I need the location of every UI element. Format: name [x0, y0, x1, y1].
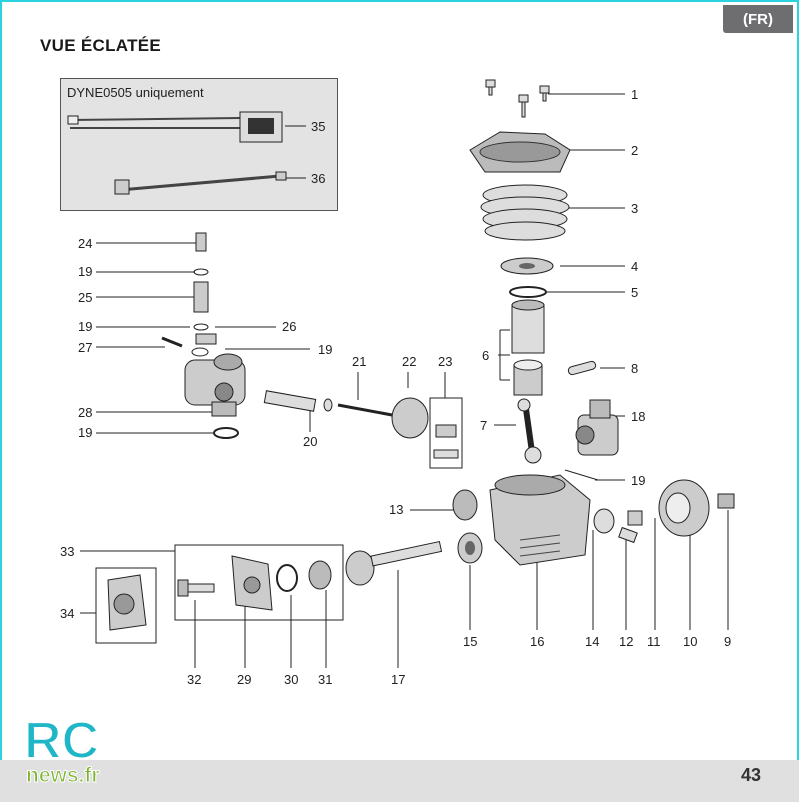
part-number-36: 36 — [311, 171, 325, 186]
inset-box: DYNE0505 uniquement — [60, 78, 338, 211]
part-number-16: 16 — [530, 634, 544, 649]
part-number-21: 21 — [352, 354, 366, 369]
part-number-32: 32 — [187, 672, 201, 687]
part-number-28: 28 — [78, 405, 92, 420]
part-number-34: 34 — [60, 606, 74, 621]
part-number-19-d: 19 — [78, 425, 92, 440]
page-number: 43 — [740, 765, 761, 785]
part-number-11: 11 — [647, 634, 661, 649]
footer-bar — [0, 760, 799, 802]
part-number-4: 4 — [631, 259, 638, 274]
part-number-10: 10 — [683, 634, 697, 649]
part-number-30: 30 — [284, 672, 298, 687]
part-number-1: 1 — [631, 87, 638, 102]
part-number-19-b: 19 — [78, 319, 92, 334]
part-number-31: 31 — [318, 672, 332, 687]
part-number-17: 17 — [391, 672, 405, 687]
part-number-12: 12 — [619, 634, 633, 649]
part-number-24: 24 — [78, 236, 92, 251]
part-number-9: 9 — [724, 634, 731, 649]
part-number-25: 25 — [78, 290, 92, 305]
part-number-13: 13 — [389, 502, 403, 517]
part-number-20: 20 — [303, 434, 317, 449]
part-number-14: 14 — [585, 634, 599, 649]
inset-label: DYNE0505 uniquement — [67, 85, 204, 100]
part-number-15: 15 — [463, 634, 477, 649]
part-number-23: 23 — [438, 354, 452, 369]
part-number-19-c: 19 — [318, 342, 332, 357]
part-number-29: 29 — [237, 672, 251, 687]
part-number-19-a: 19 — [78, 264, 92, 279]
part-number-2: 2 — [631, 143, 638, 158]
part-number-6: 6 — [482, 348, 489, 363]
rcnews-logo: RC news.fr — [23, 711, 100, 788]
part-number-18: 18 — [631, 409, 645, 424]
page-title: VUE ÉCLATÉE — [40, 36, 162, 55]
part-number-27: 27 — [78, 340, 92, 355]
language-tab: (FR) — [723, 5, 793, 33]
logo-rc: RC — [24, 712, 99, 770]
part-number-7: 7 — [480, 418, 487, 433]
part-number-35: 35 — [311, 119, 325, 134]
part-number-19-right: 19 — [631, 473, 645, 488]
part-number-26: 26 — [282, 319, 296, 334]
part-number-8: 8 — [631, 361, 638, 376]
part-number-33: 33 — [60, 544, 74, 559]
part-number-3: 3 — [631, 201, 638, 216]
part-number-22: 22 — [402, 354, 416, 369]
part-number-5: 5 — [631, 285, 638, 300]
logo-news: news.fr — [26, 764, 100, 787]
